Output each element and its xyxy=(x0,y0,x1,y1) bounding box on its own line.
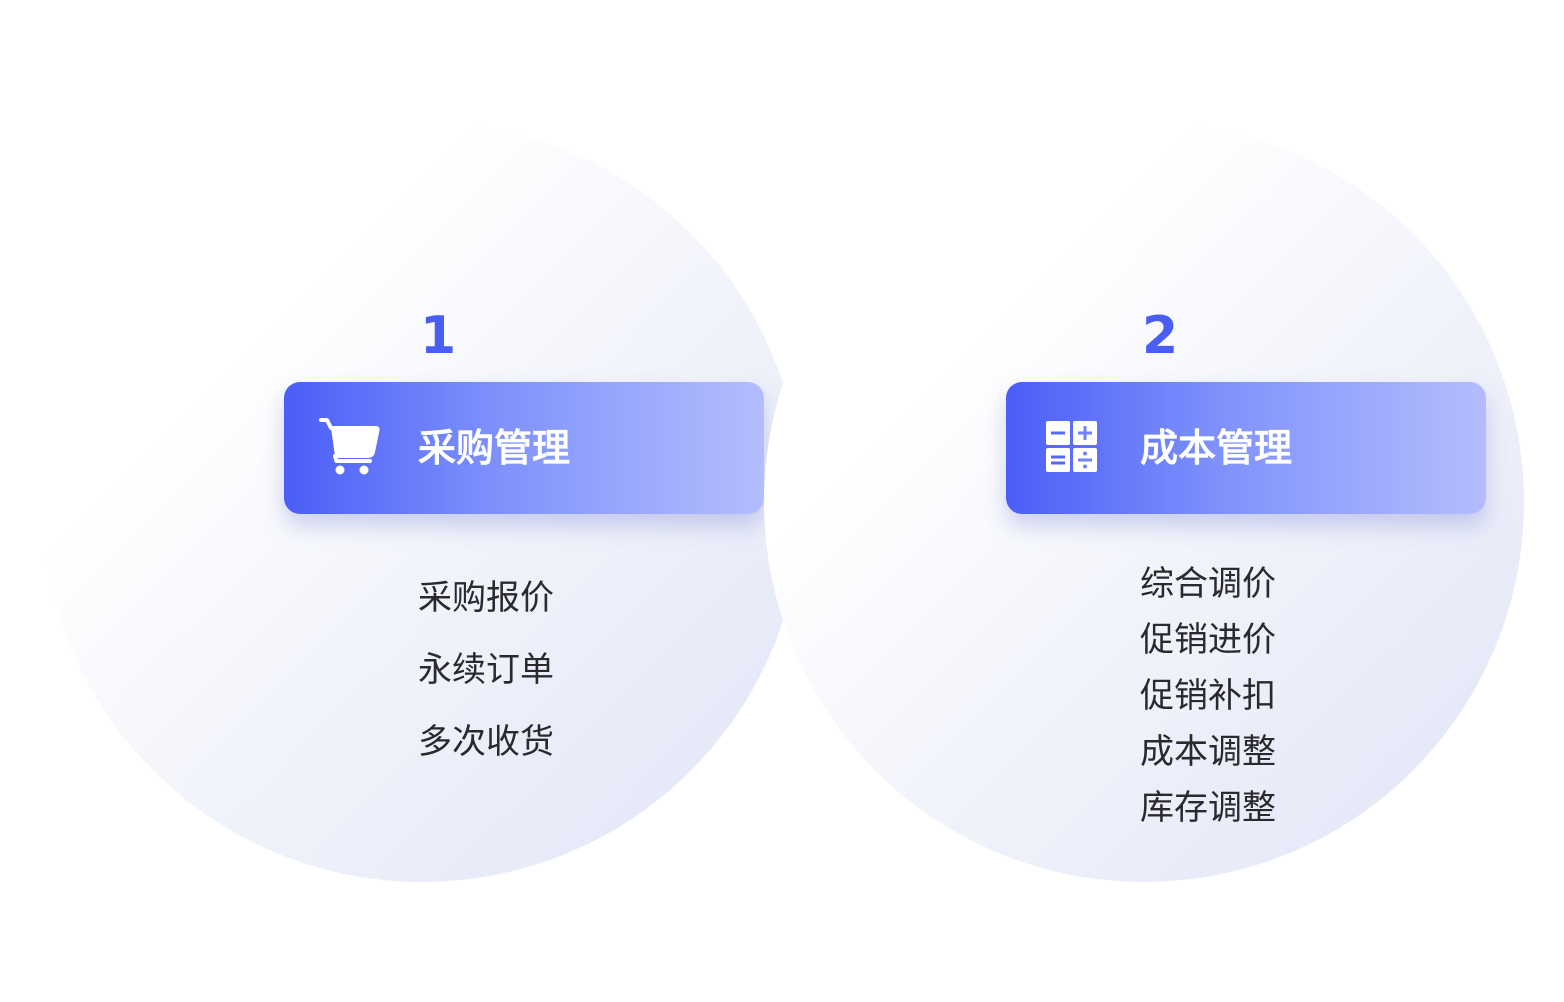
section-1-item-list: 采购报价 永续订单 多次收货 xyxy=(418,562,554,778)
list-item: 多次收货 xyxy=(418,722,554,762)
section-1-title: 采购管理 xyxy=(418,426,571,470)
section-2-number: 2 xyxy=(1142,306,1179,366)
section-1-header-card: 采购管理 xyxy=(284,382,764,514)
section-2-item-list: 综合调价 促销进价 促销补扣 成本调整 库存调整 xyxy=(1140,556,1276,836)
list-item: 促销补扣 xyxy=(1140,676,1276,716)
calculator-icon xyxy=(1046,421,1097,472)
list-item: 促销进价 xyxy=(1140,620,1276,660)
list-item: 库存调整 xyxy=(1140,788,1276,828)
list-item: 综合调价 xyxy=(1140,564,1276,604)
section-2-title: 成本管理 xyxy=(1140,426,1293,470)
list-item: 永续订单 xyxy=(418,650,554,690)
list-item: 成本调整 xyxy=(1140,732,1276,772)
section-1-number: 1 xyxy=(420,306,457,366)
shopping-cart-icon xyxy=(319,418,380,475)
section-2-header-card: 成本管理 xyxy=(1006,382,1486,514)
list-item: 采购报价 xyxy=(418,578,554,618)
